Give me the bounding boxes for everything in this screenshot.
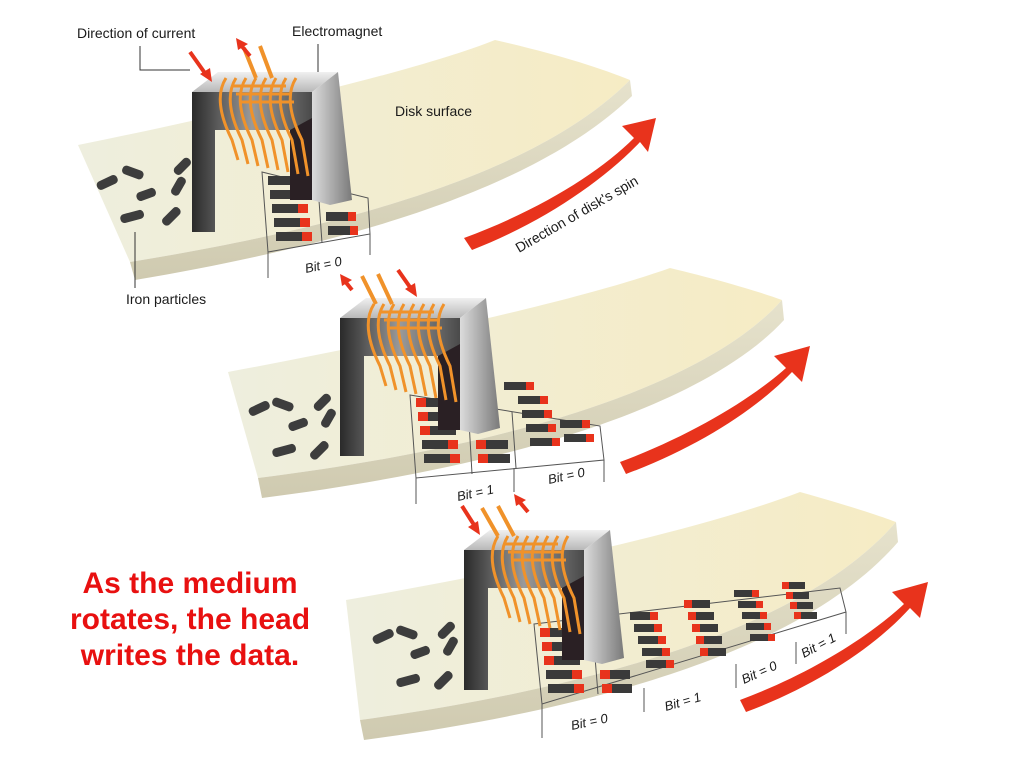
- caption-line-2: rotates, the head: [69, 603, 311, 636]
- coil-1: [218, 45, 310, 177]
- iron-particles-2: [248, 393, 336, 460]
- iron-particles-label: Iron particles: [126, 291, 206, 307]
- current-arrows-1: [188, 38, 252, 82]
- disk-edge-2: [258, 300, 784, 498]
- caption-line-3: writes the data.: [80, 639, 300, 672]
- caption-line-1: As the medium: [82, 567, 298, 600]
- caption: As the medium rotates, the head writes t…: [40, 566, 340, 674]
- electromagnet-1: [192, 72, 352, 232]
- disk-surface-1: [78, 40, 630, 262]
- spin-arrow-1: [464, 118, 656, 250]
- panel-1: Direction of current Electromagnet Disk …: [77, 23, 656, 307]
- bit-label-p3-1: Bit = 0: [570, 710, 610, 733]
- coil-3: [480, 505, 582, 635]
- disk-edge-3: [360, 522, 898, 740]
- magnetized-particles-2: [416, 382, 594, 463]
- iron-particles-3: [372, 621, 458, 690]
- label-leaders-1: [134, 44, 319, 288]
- current-arrows-2: [340, 268, 417, 297]
- direction-of-current-label: Direction of current: [77, 25, 195, 41]
- bit-label-p2-2: Bit = 0: [547, 464, 587, 487]
- disk-surface-2: [228, 268, 782, 478]
- disk-surface-label: Disk surface: [395, 103, 472, 119]
- iron-particles-1: [96, 157, 191, 226]
- bit-label-p2-1: Bit = 1: [456, 482, 496, 504]
- electromagnet-label: Electromagnet: [292, 23, 382, 39]
- spin-arrow-3: [740, 582, 928, 712]
- panel-3: Bit = 0 Bit = 1 Bit = 0 Bit = 1: [346, 492, 928, 740]
- electromagnet-3: [464, 530, 624, 690]
- current-arrows-3: [460, 494, 530, 535]
- coil-2: [360, 273, 458, 403]
- bit-label-p3-2: Bit = 1: [663, 689, 703, 714]
- spin-arrow-2: [620, 346, 810, 474]
- written-bits-3: [630, 582, 817, 668]
- bit-label-p1-1: Bit = 0: [304, 253, 344, 276]
- panel-2: Bit = 1 Bit = 0: [228, 268, 810, 504]
- bit-label-p3-3: Bit = 0: [739, 658, 780, 687]
- disk-edge-1: [130, 80, 632, 280]
- bit-label-p3-4: Bit = 1: [798, 630, 838, 661]
